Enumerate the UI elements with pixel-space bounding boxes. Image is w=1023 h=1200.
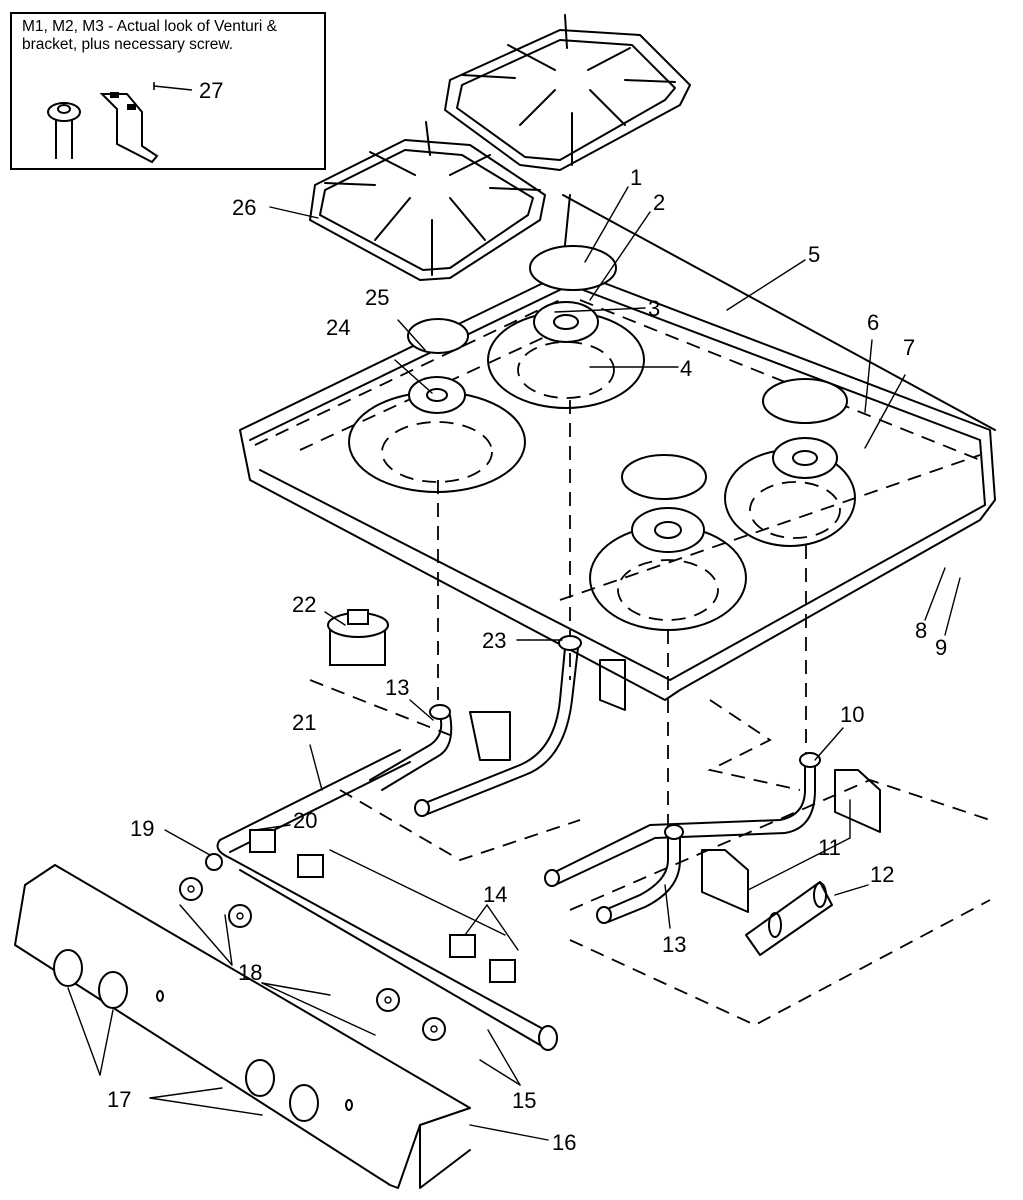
washers [179,877,446,1041]
label-15: 15 [512,1088,536,1113]
label-10: 10 [840,702,864,727]
alignment-lines [437,400,807,830]
label-26: 26 [232,195,256,220]
venturi-inset-box: M1, M2, M3 - Actual look of Venturi & br… [10,12,326,170]
label-1: 1 [630,165,642,190]
grate-rear [444,14,691,171]
label-21: 21 [292,710,316,735]
label-16: 16 [552,1130,576,1155]
inset-drawing: 27 [47,78,223,164]
label-7: 7 [903,335,915,360]
pressure-regulator [327,609,389,666]
label-11: 11 [818,835,841,860]
venturi-icon [47,102,81,159]
knob [245,1059,275,1097]
label-4: 4 [680,356,692,381]
label-20: 20 [293,808,317,833]
label-13-left: 13 [385,675,409,700]
grate-front [309,121,546,281]
burner-cap-right-front [621,454,707,500]
label-14: 14 [483,882,507,907]
manifold-assembly [205,635,821,1051]
knob [289,1084,319,1122]
inset-caption: M1, M2, M3 - Actual look of Venturi & br… [22,18,278,53]
label-12: 12 [870,862,894,887]
label-6: 6 [867,310,879,335]
knob [53,949,83,987]
burner-bases [348,301,856,631]
knob [98,971,128,1009]
label-27: 27 [199,78,223,103]
label-23: 23 [482,628,506,653]
label-2: 2 [653,190,665,215]
label-22: 22 [292,592,316,617]
bracket-icon [99,92,159,164]
burner-cap-1 [529,245,617,291]
burner-cap-right-rear [762,378,848,424]
label-3: 3 [648,296,660,321]
label-24: 24 [326,315,350,340]
label-19: 19 [130,816,154,841]
screw-leader [153,85,193,91]
label-13-right: 13 [662,932,686,957]
label-17: 17 [107,1087,131,1112]
leader-lines [67,186,961,1141]
burner-cap-25 [407,318,469,354]
brackets [309,659,991,1027]
control-panel [14,864,471,1189]
label-9: 9 [935,635,947,660]
label-8: 8 [915,618,927,643]
label-25: 25 [365,285,389,310]
label-18: 18 [238,960,262,985]
label-5: 5 [808,242,820,267]
part-labels: 1 2 3 4 5 6 7 8 9 10 11 12 13 13 14 15 1… [107,165,947,1155]
